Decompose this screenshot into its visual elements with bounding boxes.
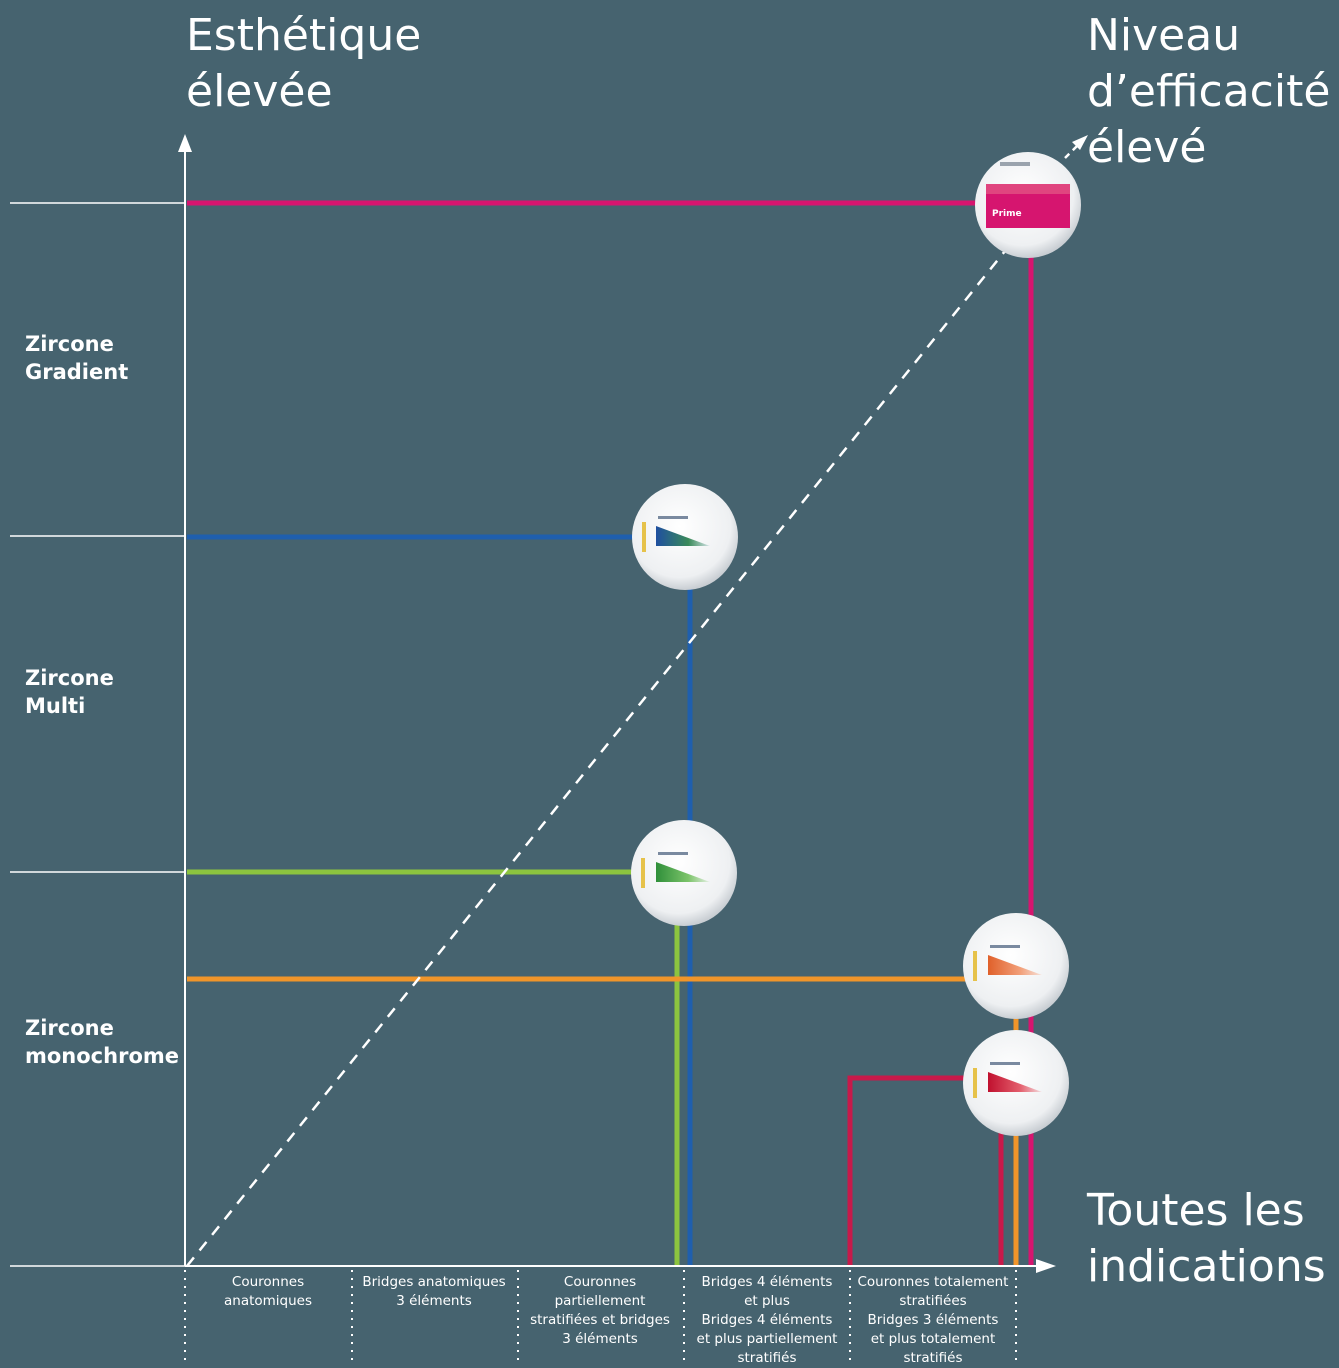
indication-4: Bridges 4 éléments et plus Bridges 4 élé… bbox=[684, 1273, 850, 1368]
indication-1: Couronnes anatomiques bbox=[185, 1273, 351, 1311]
category-multi: Zircone Multi bbox=[25, 664, 114, 720]
efficiency-diagonal bbox=[186, 219, 1031, 1267]
category-monochrome: Zircone monochrome bbox=[25, 1014, 179, 1070]
indication-5-line2: stratifiées bbox=[899, 1293, 967, 1309]
indication-4-line3: Bridges 4 éléments bbox=[701, 1312, 833, 1328]
x-axis-title: Toutes les indications bbox=[1087, 1183, 1326, 1295]
disc-green bbox=[631, 820, 737, 926]
prime-disc-label: Prime bbox=[992, 209, 1022, 219]
indication-4-line4: et plus partiellement bbox=[696, 1331, 838, 1347]
disc-blue bbox=[632, 484, 738, 590]
disc-red bbox=[963, 1030, 1069, 1136]
indication-3-line2: stratifiées et bridges bbox=[530, 1312, 670, 1328]
red-line bbox=[847, 1075, 975, 1266]
indication-4-line1: Bridges 4 éléments bbox=[701, 1274, 833, 1290]
indication-5-line4: et plus totalement bbox=[870, 1331, 996, 1347]
efficiency-title-line3: élevé bbox=[1087, 122, 1207, 173]
indication-5-line5: stratifiés bbox=[903, 1350, 963, 1366]
y-axis-title: Esthétique élevée bbox=[186, 8, 421, 120]
indication-5: Couronnes totalement stratifiées Bridges… bbox=[850, 1273, 1016, 1368]
category-monochrome-line2: monochrome bbox=[25, 1044, 179, 1068]
indication-5-line3: Bridges 3 éléments bbox=[867, 1312, 999, 1328]
indication-5-line1: Couronnes totalement bbox=[857, 1274, 1009, 1290]
category-multi-line1: Zircone bbox=[25, 666, 114, 690]
indication-3-line1: Couronnes partiellement bbox=[554, 1274, 646, 1309]
category-gradient-line2: Gradient bbox=[25, 360, 129, 384]
product-lines bbox=[187, 200, 1034, 1266]
x-axis-arrowhead bbox=[1036, 1259, 1056, 1273]
efficiency-title: Niveau d’efficacité élevé bbox=[1087, 8, 1330, 176]
y-axis-title-line1: Esthétique bbox=[186, 10, 422, 61]
x-axis-title-line1: Toutes les bbox=[1087, 1185, 1305, 1236]
disc-orange bbox=[963, 913, 1069, 1019]
category-multi-line2: Multi bbox=[25, 694, 86, 718]
category-gradient-line1: Zircone bbox=[25, 332, 114, 356]
category-gradient: Zircone Gradient bbox=[25, 330, 128, 386]
indication-1-line1: Couronnes bbox=[231, 1274, 305, 1290]
indication-2-line1: Bridges anatomiques bbox=[362, 1274, 506, 1290]
indication-4-line2: et plus bbox=[744, 1293, 790, 1309]
indication-2-line2: 3 éléments bbox=[396, 1293, 472, 1309]
y-axis-title-line2: élevée bbox=[186, 66, 333, 117]
indication-1-line2: anatomiques bbox=[223, 1293, 313, 1309]
disc-prime: Prime bbox=[975, 152, 1081, 258]
category-monochrome-line1: Zircone bbox=[25, 1016, 114, 1040]
indication-4-line5: stratifiés bbox=[737, 1350, 797, 1366]
diagonal-arrowhead bbox=[1072, 135, 1088, 150]
y-axis-arrowhead bbox=[178, 134, 192, 152]
diagonal-arrow-stem bbox=[1064, 139, 1084, 159]
indication-3-line3: 3 éléments bbox=[562, 1331, 638, 1347]
indication-2: Bridges anatomiques 3 éléments bbox=[351, 1273, 517, 1311]
x-axis-title-line2: indications bbox=[1087, 1241, 1326, 1292]
efficiency-title-line2: d’efficacité bbox=[1087, 66, 1331, 117]
efficiency-title-line1: Niveau bbox=[1087, 10, 1241, 61]
indication-3: Couronnes partiellement stratifiées et b… bbox=[517, 1273, 683, 1349]
